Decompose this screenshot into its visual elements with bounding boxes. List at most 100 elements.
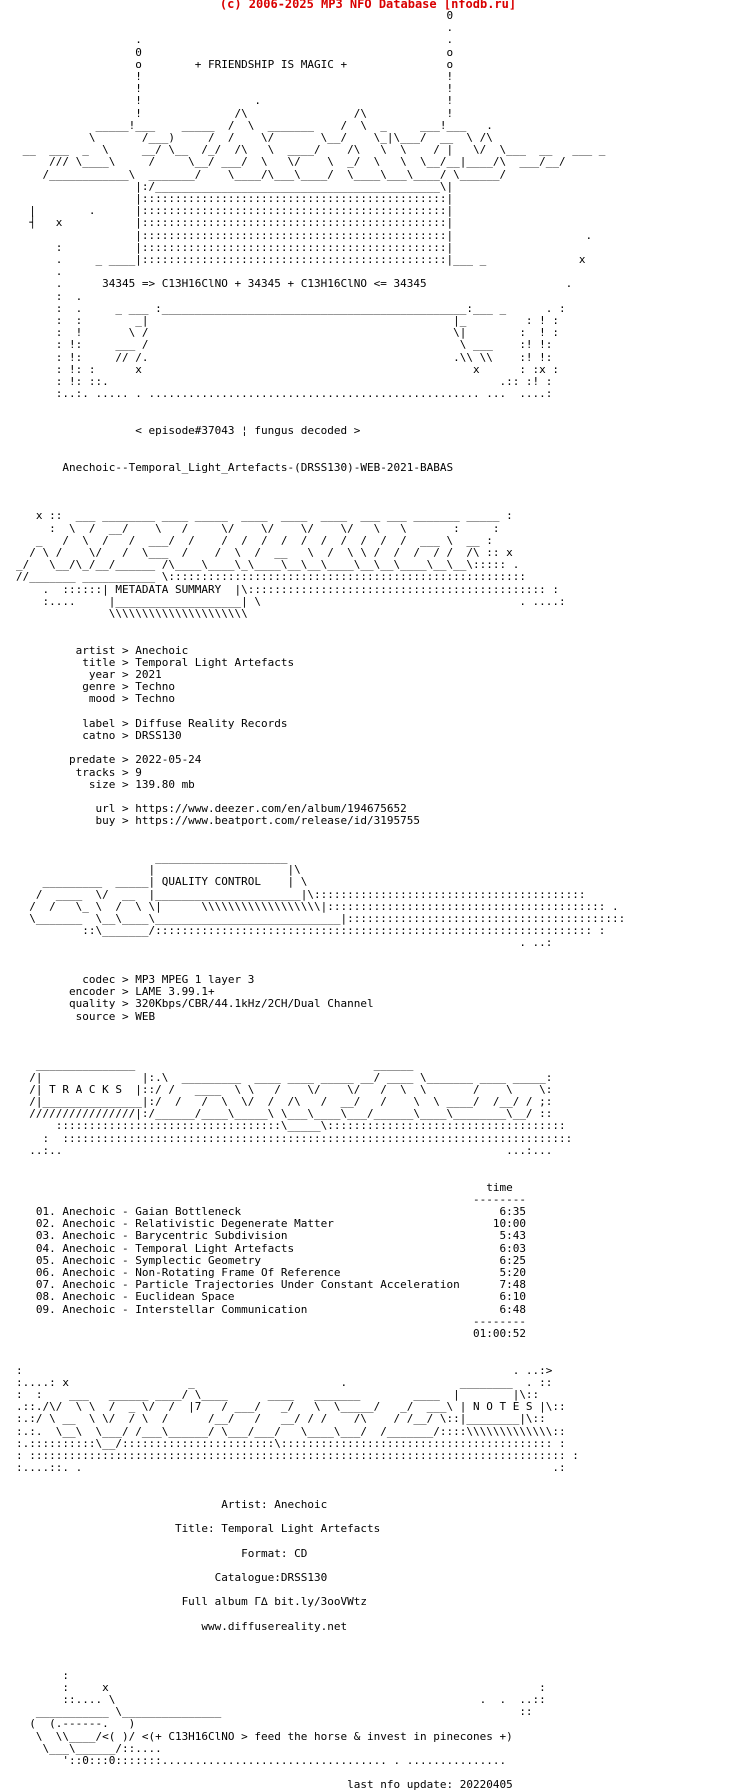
nfo-line: buy > https://www.beatport.com/release/i… xyxy=(16,814,420,828)
nfo-line: . 34345 => C13H16ClNO + 34345 + C13H16Cl… xyxy=(16,277,573,291)
nfo-line: 01:00:52 xyxy=(16,1326,526,1340)
nfo-line: 08. Anechoic - Euclidean Space 6:10 xyxy=(16,1290,526,1304)
nfo-line: Artist: Anechoic xyxy=(16,1497,328,1511)
nfo-line: codec > MP3 MPEG 1 layer 3 xyxy=(16,973,255,987)
nfo-line: 0 o xyxy=(16,45,454,59)
nfo-line: :.:. \__\ \___/ /___\______/ \___/___/ \… xyxy=(16,1424,566,1438)
nfo-line: / / \_ \ / \ \| \\\\\\\\\\\\\\\\\\|:::::… xyxy=(16,899,619,913)
nfo-line: : ::::::::::::::::::::::::::::::::::::::… xyxy=(16,1131,573,1145)
nfo-line: \ /___) / / \/ \__/ \_|\___/ __ \ /\ xyxy=(16,131,493,145)
nfo-line: :.... |___________________| \ . ....: xyxy=(16,594,566,608)
nfo-line: : x : xyxy=(16,1680,546,1694)
nfo-line: . ..: xyxy=(16,936,553,950)
nfo-line: ::.... \ . . ..:: xyxy=(16,1693,546,1707)
nfo-line: ::\_______/:::::::::::::::::::::::::::::… xyxy=(16,924,606,938)
nfo-line: /|_______________|:/ / / \ \/ / /\ / __/… xyxy=(16,1095,553,1109)
nfo-line: size > 139.80 mb xyxy=(16,777,195,791)
nfo-line: ! /\ /\ ! xyxy=(16,106,454,120)
nfo-line: /| |:.\ _________ ____ ____ _____ __/ __… xyxy=(16,1070,553,1084)
nfo-line: //_______ ___________ \:::::::::::::::::… xyxy=(16,570,526,584)
nfo-line: : . xyxy=(16,289,83,303)
nfo-line: |:::::::::::::::::::::::::::::::::::::::… xyxy=(16,192,454,206)
nfo-line: '::0:::0:::::::.........................… xyxy=(16,1754,507,1768)
nfo-line: url > https://www.deezer.com/en/album/19… xyxy=(16,802,407,816)
nfo-line: ::::::::::::::::::::::::::::::::::\_____… xyxy=(16,1119,566,1133)
nfo-line: _________ _____| QUALITY CONTROL | \ xyxy=(16,875,308,889)
nfo-line: -------- xyxy=(16,1314,526,1328)
nfo-line: _______________ ______ xyxy=(16,1058,414,1072)
nfo-line: o + FRIENDSHIP IS MAGIC + o xyxy=(16,57,454,71)
nfo-line: Anechoic--Temporal_Light_Artefacts-(DRSS… xyxy=(16,460,454,474)
nfo-line: 0 xyxy=(16,9,454,22)
nfo-line: ////////////////|:/______/____\_____\ \_… xyxy=(16,1107,553,1121)
nfo-line: last nfo update: 20220405 xyxy=(16,1778,513,1792)
nfo-line: 01. Anechoic - Gaian Bottleneck 6:35 xyxy=(16,1204,526,1218)
nfo-line: : ! \ / \| : ! : xyxy=(16,326,560,340)
nfo-line: : |:::::::::::::::::::::::::::::::::::::… xyxy=(16,240,454,254)
nfo-line: title > Temporal Light Artefacts xyxy=(16,655,295,669)
nfo-line: __ ___ _ \ __/ \__ /_/ /\ \ ____/ /\ \ \… xyxy=(16,143,606,157)
nfo-line: _____!___ _____ / \ _______ / \ _ ___!__… xyxy=(16,118,493,132)
nfo-line: x :: ___ ________ ____ _____ ____ ____ _… xyxy=(16,509,513,523)
nfo-line: |:/_____________________________________… xyxy=(16,179,454,193)
nfo-line: . _ ____|:::::::::::::::::::::::::::::::… xyxy=(16,253,586,267)
nfo-line: |:::::::::::::::::::::::::::::::::::::::… xyxy=(16,228,593,242)
nfo-line: :....: x _ . ________ . :: xyxy=(16,1375,553,1389)
nfo-line: www.diffusereality.net xyxy=(16,1619,348,1633)
nfo-line: : \ / __/ \ / \/ \/ \/ \/ \ \ : : xyxy=(16,521,500,535)
nfo-line: label > Diffuse Reality Records xyxy=(16,716,288,730)
nfo-line: < episode#37043 ¦ fungus decoded > xyxy=(16,423,361,437)
nfo-line: : !: ::. .:: :! : xyxy=(16,375,553,389)
nfo-line: ____________________ xyxy=(16,851,288,865)
nfo-line: :.::::::::::\__/:::::::::::::::::::::::\… xyxy=(16,1436,566,1450)
nfo-line: / \ / \/ / \___ / / \ / __ \ / \ \ / / /… xyxy=(16,545,513,559)
nfo-line: 02. Anechoic - Relativistic Degenerate M… xyxy=(16,1217,526,1231)
nfo-line: \___\______/::.... xyxy=(16,1741,162,1755)
nfo-line: ( (.------. ) xyxy=(16,1717,136,1731)
nfo-line: ! ! xyxy=(16,82,454,96)
nfo-line: :.:/ \ __ \ \/ / \ / /__/ / __/ / / /\ /… xyxy=(16,1412,546,1426)
site-header: (c) 2006-2025 MP3 NFO Database [nfodb.ru… xyxy=(219,0,517,11)
nfo-line: / ____ \/ __ |______________________|\::… xyxy=(16,887,586,901)
nfo-line: tracks > 9 xyxy=(16,765,142,779)
nfo-line: 07. Anechoic - Particle Trajectories Und… xyxy=(16,1278,526,1292)
nfo-line: :....::. . .: xyxy=(16,1461,566,1475)
nfo-line: : !: ___ / \ ___ :! !: xyxy=(16,338,553,352)
nfo-line: 09. Anechoic - Interstellar Communicatio… xyxy=(16,1302,526,1316)
nfo-line: ___________ \_______________ :: xyxy=(16,1705,533,1719)
nfo-line: : ::::::::::::::::::::::::::::::::::::::… xyxy=(16,1448,579,1462)
nfo-line: . xyxy=(16,265,63,279)
nfo-line: Full album Г∆ bit.ly/3ooVWtz xyxy=(16,1595,367,1609)
nfo-line: year > 2021 xyxy=(16,667,162,681)
nfo-line: .::./\/ \ \ / _ \/ / |7 / ___/ _/ \ \___… xyxy=(16,1400,566,1414)
nfo-line: 05. Anechoic - Symplectic Geometry 6:25 xyxy=(16,1253,526,1267)
nfo-text: 0 . . . 0 xyxy=(16,9,625,1792)
nfo-line: source > WEB xyxy=(16,1009,156,1023)
nfo-line: /// \____\ / \__/ ___/ \ \/ \ _/ \ \ \__… xyxy=(16,155,566,169)
nfo-line: : !: : x x : :x : xyxy=(16,362,560,376)
nfo-line: ! ! xyxy=(16,70,454,84)
nfo-line: \\\\\\\\\\\\\\\\\\\\\ xyxy=(16,606,248,620)
nfo-line: : : _| |_ : ! : xyxy=(16,314,560,328)
nfo-line: 04. Anechoic - Temporal Light Artefacts … xyxy=(16,1241,526,1255)
nfo-line: : !: // /. .\\ \\ :! !: xyxy=(16,350,553,364)
nfo-line: . xyxy=(16,21,454,35)
nfo-line: ┤ x |:::::::::::::::::::::::::::::::::::… xyxy=(16,216,454,230)
nfo-line: artist > Anechoic xyxy=(16,643,189,657)
nfo-line: ! . ! xyxy=(16,94,454,108)
nfo-line: : : ___ ______ ____/ \____ ____ _______ … xyxy=(16,1387,540,1401)
nfo-line: _ / \ / / ___/ / / / / / / / / / / / ___… xyxy=(16,533,493,547)
nfo-line: :..:. ..... . ..........................… xyxy=(16,387,553,401)
nfo-line: predate > 2022-05-24 xyxy=(16,753,202,767)
nfo-line: : . ..:> xyxy=(16,1363,553,1377)
nfo-line: . . xyxy=(16,33,454,47)
nfo-line: Title: Temporal Light Artefacts xyxy=(16,1522,381,1536)
nfo-line: /| T R A C K S |::/ / ____ \ \ / \/ \/ /… xyxy=(16,1082,553,1096)
nfo-line: /____________\ _______/ \____/\___\____/… xyxy=(16,167,507,181)
nfo-line: genre > Techno xyxy=(16,680,175,694)
nfo-line: : xyxy=(16,1668,69,1682)
nfo-line: : . _ ___ :_____________________________… xyxy=(16,301,566,315)
nfo-line: catno > DRSS130 xyxy=(16,728,182,742)
nfo-line: mood > Techno xyxy=(16,692,175,706)
nfo-line: Format: CD xyxy=(16,1546,308,1560)
